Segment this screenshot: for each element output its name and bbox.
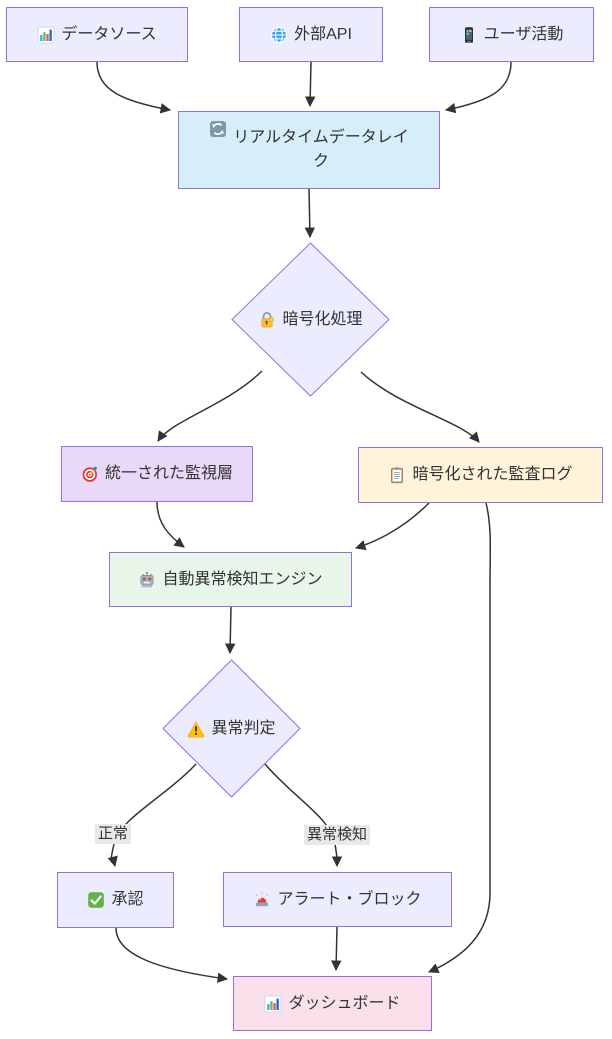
node-anomaly-engine: 自動異常検知エンジン	[109, 552, 352, 607]
node-label: 自動異常検知エンジン	[162, 570, 323, 588]
node-label: リアルタイムデータレイク	[233, 129, 409, 170]
globe-icon	[270, 26, 288, 44]
edge-external-api-to-data-lake	[304, 61, 316, 108]
bar-chart-icon	[264, 995, 282, 1013]
edge-monitoring-to-engine	[156, 501, 185, 548]
node-alert-block: アラート・ブロック	[223, 872, 452, 927]
node-label: データソース	[61, 25, 157, 43]
node-encryption-decision: 暗号化処理	[231, 242, 390, 397]
edge-data-source-to-data-lake	[96, 61, 172, 114]
refresh-icon	[209, 120, 227, 138]
edge-label-anomaly-detected: 異常検知	[303, 825, 371, 845]
node-label: 承認	[111, 891, 144, 908]
mobile-phone-icon	[460, 26, 478, 44]
node-data-source: データソース	[6, 7, 188, 62]
edge-audit-log-to-engine	[354, 502, 430, 551]
node-label: ユーザ活動	[483, 25, 564, 43]
node-data-lake: リアルタイムデータレイク	[178, 111, 440, 189]
node-dashboard: ダッシュボード	[233, 976, 432, 1031]
node-label: 暗号化された監査ログ	[412, 466, 573, 483]
edge-engine-to-judgment	[224, 606, 236, 655]
edge-approval-to-dashboard	[115, 927, 229, 983]
bar-chart-icon	[37, 26, 55, 44]
node-label: 異常判定	[211, 719, 276, 737]
edge-alert-block-to-dashboard	[330, 926, 342, 972]
edge-user-activity-to-data-lake	[444, 61, 512, 114]
node-label: 外部API	[294, 25, 352, 43]
node-label: アラート・ブロック	[277, 890, 422, 908]
node-label: 暗号化処理	[282, 310, 363, 328]
check-mark-icon	[87, 891, 105, 909]
edge-label-normal: 正常	[94, 824, 132, 844]
lock-key-icon	[258, 311, 276, 329]
node-label: 統一された監視層	[104, 465, 233, 482]
node-label: ダッシュボード	[288, 994, 401, 1012]
node-anomaly-judgment: 異常判定	[162, 659, 301, 798]
target-icon	[81, 465, 99, 483]
edge-encryption-to-monitoring	[157, 370, 263, 442]
edge-audit-log-to-dashboard	[428, 502, 492, 973]
edge-encryption-to-audit-log	[360, 371, 480, 443]
node-external-api: 外部API	[239, 7, 383, 62]
node-audit-log: 暗号化された監査ログ	[358, 447, 603, 503]
siren-icon	[253, 891, 271, 909]
node-user-activity: ユーザ活動	[429, 7, 594, 62]
clipboard-icon	[388, 466, 406, 484]
edge-data-lake-to-encryption	[304, 188, 316, 239]
robot-icon	[138, 571, 156, 589]
node-approval: 承認	[57, 872, 174, 928]
warning-icon	[187, 720, 205, 738]
node-monitoring-layer: 統一された監視層	[61, 446, 253, 502]
